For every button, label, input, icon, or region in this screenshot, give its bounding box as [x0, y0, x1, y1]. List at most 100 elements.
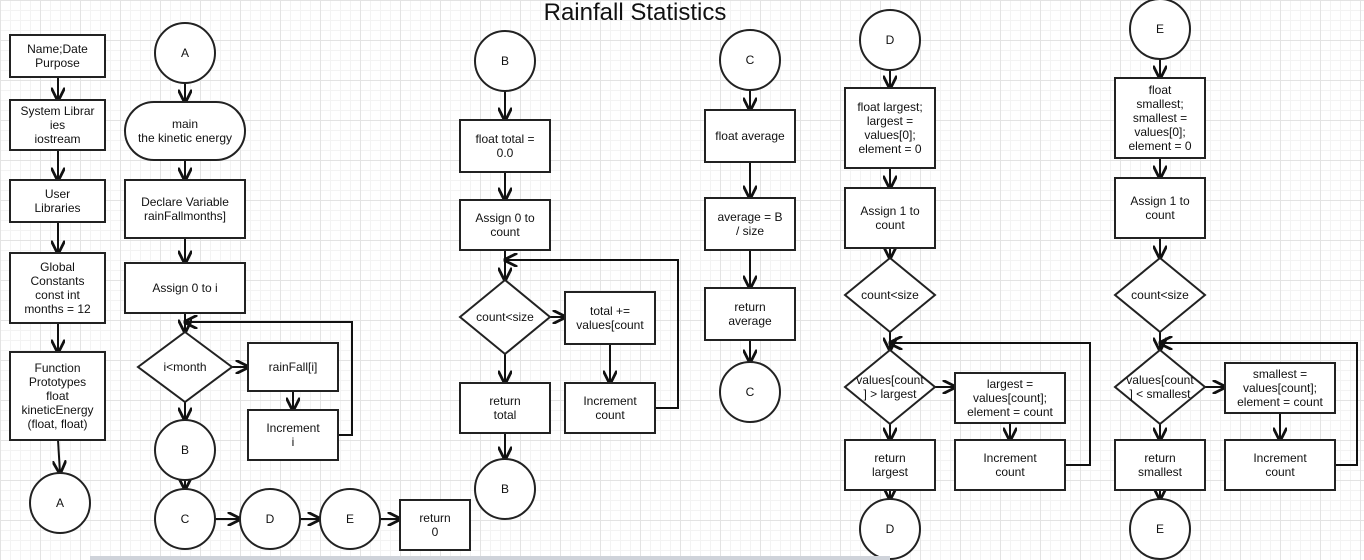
node-avg-calc[interactable]: average = B/ size	[704, 197, 796, 251]
node-label-line: the kinetic energy	[138, 131, 232, 145]
node-label-line: E	[346, 512, 354, 526]
node-label-line: E	[1156, 22, 1164, 36]
node-label-line: B	[181, 443, 189, 457]
node-E-main[interactable]: E	[319, 488, 381, 550]
node-proto[interactable]: FunctionPrototypesfloatkineticEnergy(flo…	[9, 351, 106, 441]
node-cond-B[interactable]: count<size	[458, 278, 552, 356]
node-label-line: count	[490, 225, 520, 239]
node-label-line: Assign 1 to	[860, 204, 920, 218]
node-label-line: 0.0	[497, 146, 514, 160]
node-C-out[interactable]: C	[719, 361, 781, 423]
horizontal-scrollbar[interactable]	[90, 556, 890, 560]
node-label-line: largest =	[867, 114, 913, 128]
node-label-line: Name;Date	[27, 42, 88, 56]
node-label-line: return	[874, 451, 905, 465]
process-box	[954, 372, 1066, 424]
process-box	[459, 119, 551, 173]
process-box	[844, 87, 936, 169]
node-label-line: i<month	[163, 360, 206, 374]
node-label-line: Increment	[583, 394, 637, 408]
node-label-line: largest	[872, 465, 909, 479]
node-B-out[interactable]: B	[474, 458, 536, 520]
connector-circle	[859, 9, 921, 71]
node-cond-D1[interactable]: count<size	[843, 256, 937, 334]
process-box	[844, 439, 936, 491]
node-cond-D2[interactable]: values[count] > largest	[843, 348, 937, 426]
node-B-in[interactable]: B	[474, 30, 536, 92]
connector-circle	[29, 472, 91, 534]
node-E-out[interactable]: E	[1129, 498, 1191, 560]
node-label-line: values[count	[576, 318, 644, 332]
node-label-line: values[0];	[864, 128, 915, 142]
node-label-line: values[count];	[1243, 381, 1317, 395]
node-label-line: D	[266, 512, 275, 526]
node-cond-E2[interactable]: values[count] < smallest	[1113, 348, 1207, 426]
node-label-line: main	[172, 117, 198, 131]
node-A-out[interactable]: A	[29, 472, 91, 534]
node-E-in[interactable]: E	[1129, 0, 1191, 60]
process-box	[247, 342, 339, 392]
connector-circle	[474, 458, 536, 520]
node-D-out[interactable]: D	[859, 498, 921, 560]
node-label-line: ] < smallest	[1129, 387, 1191, 401]
node-assign-i[interactable]: Assign 0 to i	[124, 262, 246, 314]
node-B-main[interactable]: B	[154, 419, 216, 481]
node-total-add[interactable]: total +=values[count	[564, 291, 656, 345]
node-label-line: ies	[50, 118, 65, 132]
node-largest-set[interactable]: largest =values[count];element = count	[954, 372, 1066, 424]
node-smallest-set[interactable]: smallest =values[count];element = count	[1224, 362, 1336, 414]
process-box	[459, 199, 551, 251]
terminator-shape	[124, 101, 246, 161]
node-label-line: count<size	[861, 288, 919, 302]
process-box	[247, 409, 339, 461]
node-cond-E1[interactable]: count<size	[1113, 256, 1207, 334]
node-float-avg[interactable]: float average	[704, 109, 796, 163]
node-label-line: return	[734, 300, 765, 314]
node-label-line: rainFallmonths]	[144, 209, 226, 223]
node-label-line: rainFall[i]	[269, 360, 318, 374]
connector-circle	[474, 30, 536, 92]
process-box	[1114, 77, 1206, 159]
node-C-in[interactable]: C	[719, 29, 781, 91]
node-rainfall[interactable]: rainFall[i]	[247, 342, 339, 392]
node-C-main[interactable]: C	[154, 488, 216, 550]
node-label-line: Function	[34, 361, 80, 375]
node-label-line: C	[746, 53, 755, 67]
node-float-largest[interactable]: float largest;largest =values[0];element…	[844, 87, 936, 169]
node-D-in[interactable]: D	[859, 9, 921, 71]
flow-arrow	[1160, 343, 1358, 466]
node-D-main[interactable]: D	[239, 488, 301, 550]
connector-circle	[319, 488, 381, 550]
node-cond-month[interactable]: i<month	[136, 330, 234, 404]
node-label-line: Assign 0 to	[475, 211, 535, 225]
node-A-in[interactable]: A	[154, 22, 216, 84]
decision-diamond	[843, 348, 937, 426]
node-float-total[interactable]: float total =0.0	[459, 119, 551, 173]
node-label-line: total	[494, 408, 517, 422]
node-label-line: values[count	[1126, 373, 1194, 387]
node-label-line: element = 0	[858, 142, 921, 156]
connector-circle	[859, 498, 921, 560]
decision-diamond	[458, 278, 552, 356]
node-label-line: Libraries	[34, 201, 80, 215]
